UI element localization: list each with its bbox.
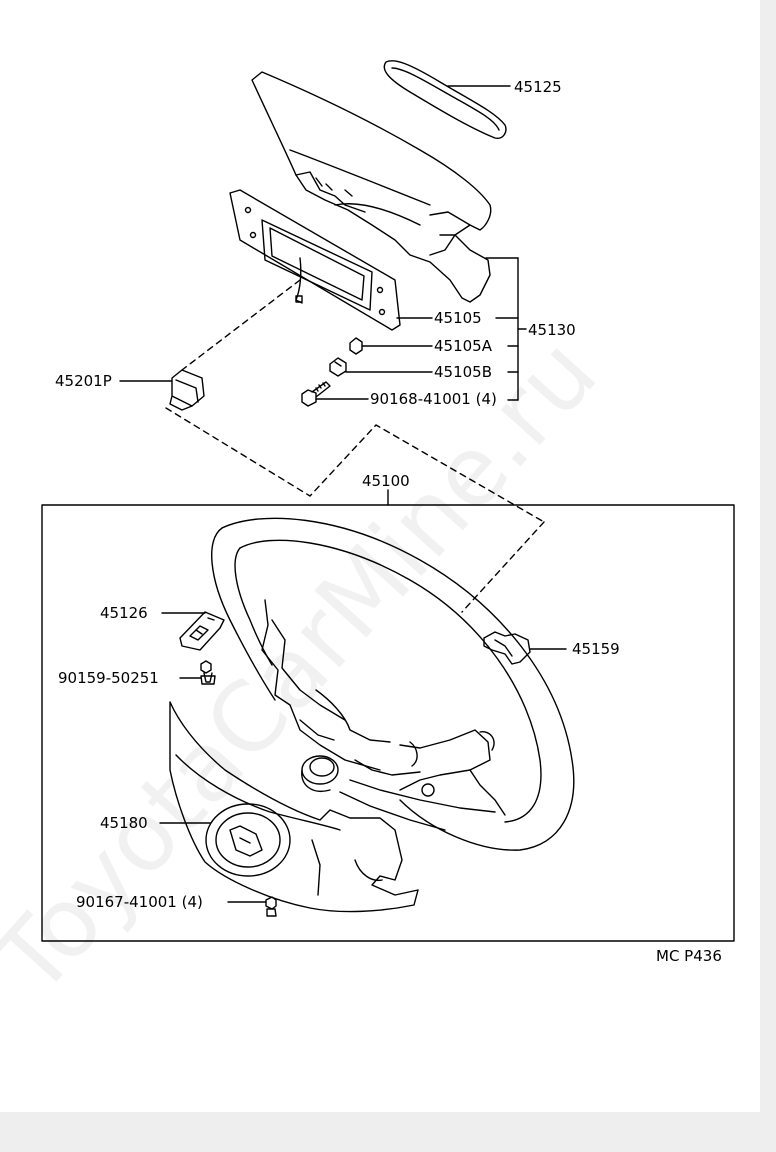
steering-wheel-diagram: ToyotaCarMine.ru <box>0 60 735 1016</box>
label-45130: 45130 <box>528 321 576 339</box>
label-90159-50251: 90159-50251 <box>58 669 159 687</box>
dashed-assembly-lines <box>165 279 545 613</box>
pad-plate-45105 <box>229 189 401 331</box>
label-45180: 45180 <box>100 814 148 832</box>
label-90168-41001: 90168-41001 (4) <box>370 390 497 408</box>
label-45125: 45125 <box>514 78 562 96</box>
label-45105B: 45105B <box>434 363 492 381</box>
lower-cover-45180 <box>169 701 419 913</box>
nut-45105B <box>329 357 347 377</box>
screw-90167 <box>265 896 277 917</box>
label-45105: 45105 <box>434 309 482 327</box>
screw-90159 <box>200 660 216 685</box>
bottom-margin-strip <box>0 1112 776 1152</box>
ornament-45125 <box>383 60 507 139</box>
right-margin-strip <box>760 0 776 1152</box>
label-45105A: 45105A <box>434 337 493 355</box>
label-45201P: 45201P <box>55 372 112 390</box>
clip-45126 <box>179 611 225 651</box>
leader-lines-upper <box>119 85 527 506</box>
leader-lines-lower <box>159 612 567 903</box>
steering-wheel <box>211 517 575 851</box>
nut-45105A <box>349 337 363 355</box>
label-45159: 45159 <box>572 640 620 658</box>
label-45100: 45100 <box>362 472 410 490</box>
diagram-code: MC P436 <box>656 947 722 965</box>
label-90167-41001: 90167-41001 (4) <box>76 893 203 911</box>
clip-45159 <box>483 631 531 665</box>
label-45126: 45126 <box>100 604 148 622</box>
pad-cover <box>251 71 492 303</box>
screw-90168 <box>301 381 331 407</box>
watermark: ToyotaCarMine.ru <box>0 317 618 1016</box>
connector-45201P <box>169 369 205 411</box>
part-labels: 45125 45105 45130 45105A 45105B 90168-41… <box>55 78 722 965</box>
assembly-box-45100 <box>41 504 735 942</box>
